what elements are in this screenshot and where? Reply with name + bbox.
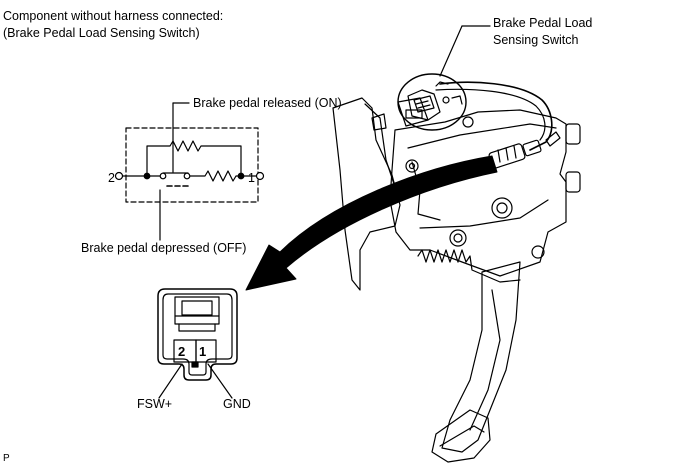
depressed-label: Brake pedal depressed (OFF): [81, 241, 247, 255]
pin-1-number: 1: [199, 344, 207, 359]
callout-leader: [439, 25, 463, 77]
callout-line-1: Brake Pedal Load: [493, 16, 593, 30]
top-resistor: [146, 140, 242, 177]
brake-pedal-assembly: [332, 81, 581, 463]
return-spring: [417, 249, 521, 283]
connector-latch: [174, 296, 220, 325]
connector-face: [157, 288, 238, 399]
header-line-2: (Brake Pedal Load Sensing Switch): [3, 26, 200, 40]
switch-magnified-view: [397, 25, 491, 131]
callout-line-2: Sensing Switch: [493, 33, 579, 47]
terminal-2-label: 2: [108, 171, 115, 185]
bottom-resistor: [189, 170, 259, 182]
terminal-1: [255, 171, 265, 181]
pin-1-cell: [195, 339, 217, 363]
header-line-1: Component without harness connected:: [3, 9, 224, 23]
gnd-label: GND: [223, 397, 251, 411]
switch-schematic: [114, 102, 265, 241]
pin-2-number: 2: [178, 344, 186, 359]
fsw-plus-label: FSW+: [137, 397, 173, 411]
harness-cable: [439, 81, 553, 151]
harness-connector-plug: [488, 131, 561, 169]
pedal-arm: [441, 261, 521, 453]
pedal-pad: [431, 409, 491, 463]
switch-contact-right: [183, 172, 191, 180]
terminal-1-label: 1: [248, 171, 255, 185]
terminal-2: [114, 171, 124, 181]
figure-code: P: [3, 453, 10, 464]
schematic-dashed-box: [125, 127, 259, 203]
direction-arrow: [245, 155, 498, 291]
switch-contact-left: [159, 172, 167, 180]
released-label: Brake pedal released (ON): [193, 96, 342, 110]
